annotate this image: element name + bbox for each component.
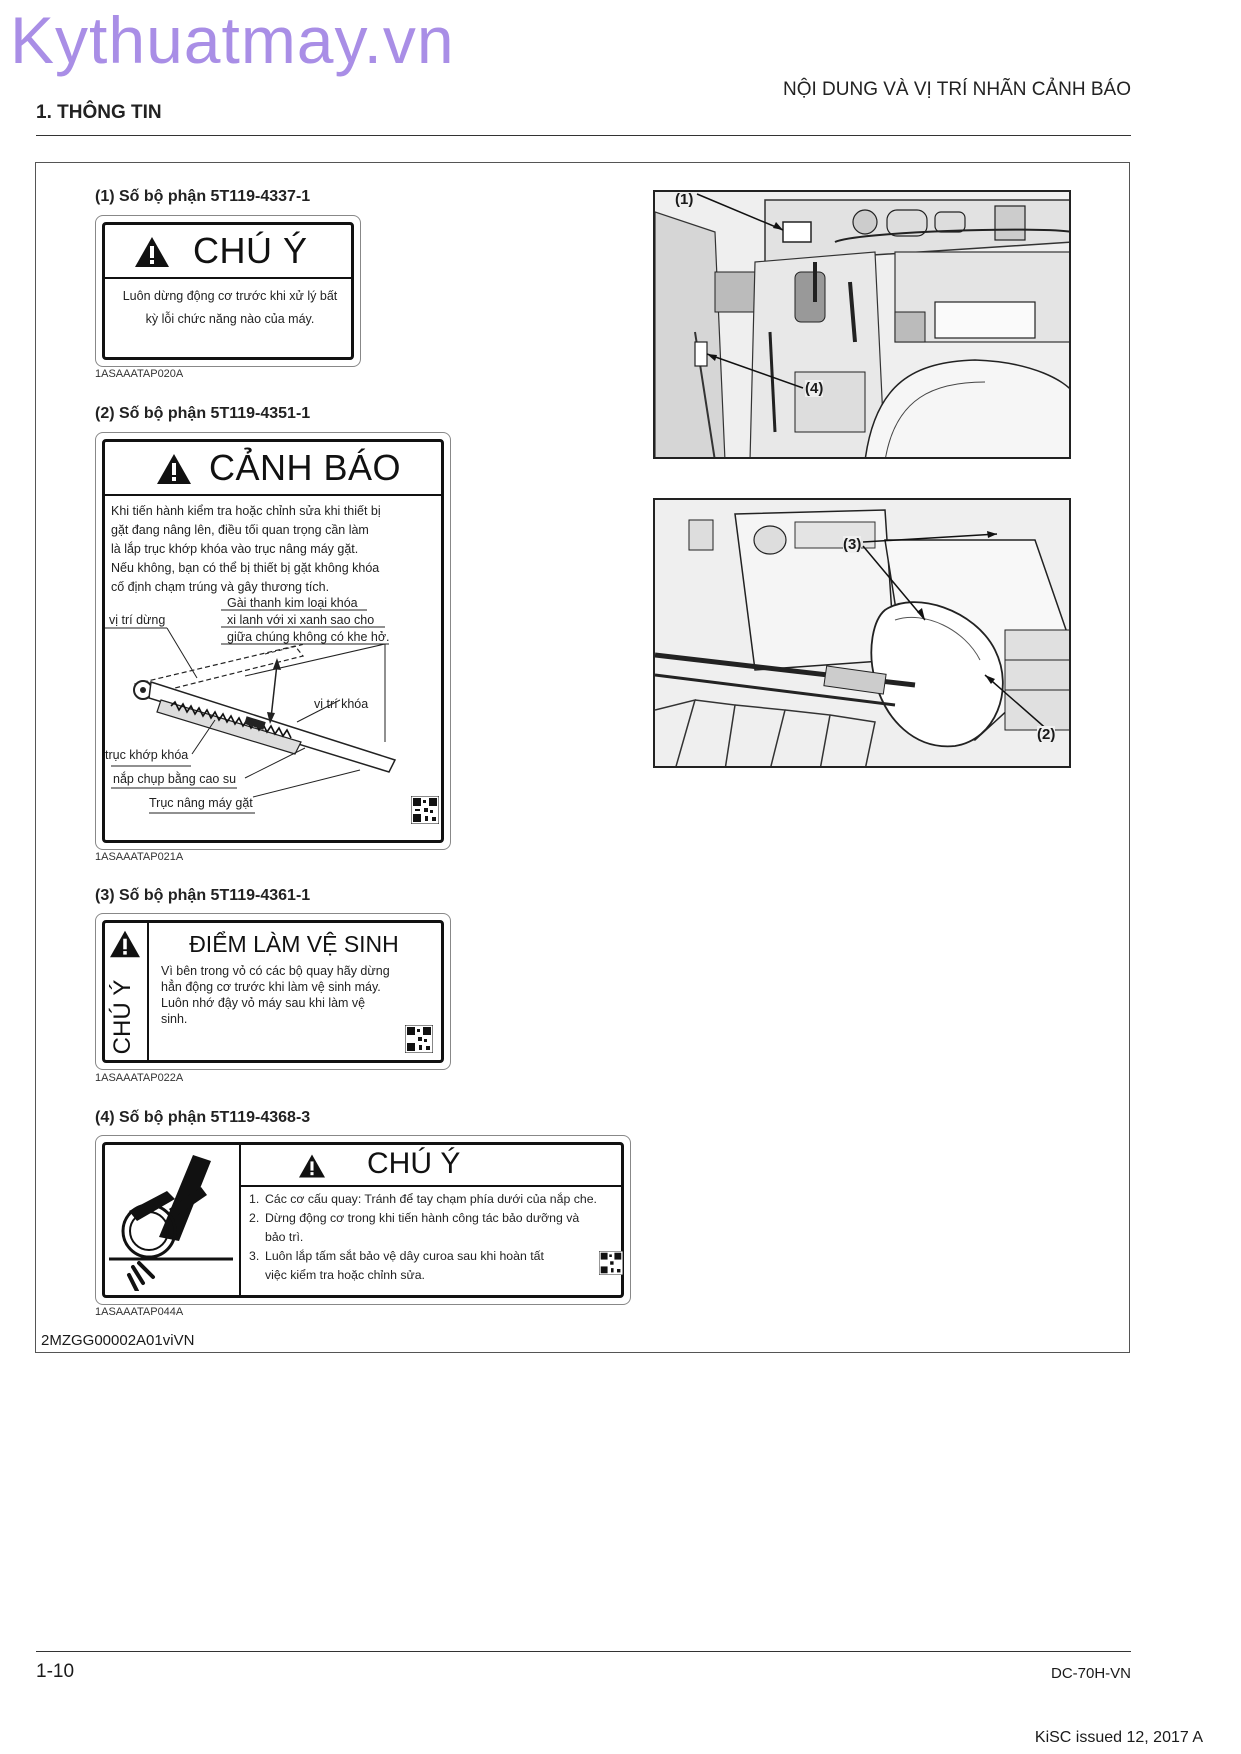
machine-exterior-diagram: (3) (2) [653, 498, 1071, 768]
label-4-sticker: CHÚ Ý 1. Các cơ cấu quay: Tránh để tay c… [95, 1135, 631, 1305]
issue-note: KiSC issued 12, 2017 A [1034, 1729, 1203, 1746]
label-4-item: 1. Các cơ cấu quay: Tránh để tay chạm ph… [249, 1192, 597, 1206]
content-frame [35, 162, 1130, 1353]
callout-3: (3) [843, 536, 862, 553]
label-2-rubber-cap: nắp chụp bằng cao su [113, 772, 237, 786]
footer-rule [36, 1651, 1131, 1652]
label-3-side-label: CHÚ Ý [109, 979, 136, 1055]
qr-code-icon [411, 796, 439, 824]
callout-4: (4) [805, 380, 824, 397]
label-3-sticker: CHÚ Ý ĐIỂM LÀM VỆ SINH Vì bên trong vỏ c… [95, 913, 451, 1070]
callout-1: (1) [675, 191, 694, 208]
label-4-text: 1. Các cơ cấu quay: Tránh để tay chạm ph… [249, 1190, 629, 1285]
label-2-lock-shaft: trục khớp khóa [105, 748, 189, 762]
label-2-lock-position: vị trí khóa [314, 697, 369, 711]
label-3-title: (3) Số bộ phận 5T119-4361-1 [95, 887, 311, 904]
cab-interior-diagram: (1) (4) [653, 190, 1071, 459]
section-title: 1. THÔNG TIN [36, 102, 162, 123]
label-2-lift-shaft: Trục nâng máy gặt [149, 796, 253, 810]
hand-entanglement-icon [109, 1155, 233, 1291]
warning-triangle-icon [135, 237, 169, 267]
label-2-title: (2) Số bộ phận 5T119-4351-1 [95, 405, 311, 422]
label-2-code: 1ASAAATAP021A [95, 851, 184, 863]
label-2-text: Khi tiến hành kiểm tra hoặc chỉnh sửa kh… [111, 504, 381, 594]
label-2-sticker: CẢNH BÁO Khi tiến hành kiểm tra hoặc chỉ… [95, 432, 451, 850]
label-1-title: (1) Số bộ phận 5T119-4337-1 [95, 188, 311, 205]
page-title: NỘI DUNG VÀ VỊ TRÍ NHÃN CẢNH BÁO [782, 79, 1131, 100]
warning-triangle-icon [110, 930, 140, 958]
label-3-code: 1ASAAATAP022A [95, 1072, 184, 1084]
model-code: DC-70H-VN [1050, 1665, 1131, 1682]
label-4-heading: CHÚ Ý [367, 1147, 461, 1180]
warning-triangle-icon [157, 454, 191, 484]
page-number: 1-10 [36, 1661, 75, 1682]
document-id: 2MZGG00002A01viVN [41, 1332, 195, 1349]
label-2-stop-position: vị trí dừng [109, 613, 166, 627]
watermark: Kythuatmay.vn [10, 3, 455, 77]
qr-code-icon [405, 1025, 433, 1053]
header-rule [36, 135, 1131, 136]
label-1-heading: CHÚ Ý [193, 230, 308, 271]
qr-code-icon [599, 1251, 623, 1275]
label-4-title: (4) Số bộ phận 5T119-4368-3 [95, 1109, 311, 1126]
label-1-code: 1ASAAATAP020A [95, 368, 184, 380]
warning-triangle-icon [299, 1154, 325, 1178]
label-2-pin-note: Gài thanh kim loại khóa xi lanh với xi x… [227, 596, 390, 644]
label-3-heading: ĐIỂM LÀM VỆ SINH [189, 931, 399, 957]
label-2-heading: CẢNH BÁO [209, 447, 402, 488]
label-1-sticker: CHÚ Ý Luôn dừng động cơ trước khi xử lý … [95, 215, 361, 367]
callout-2: (2) [1037, 726, 1056, 743]
label-4-item: 3. Luôn lắp tấm sắt bảo vệ dây curoa sau… [249, 1249, 544, 1282]
label-3-text: Vì bên trong vỏ có các bộ quay hãy dừng … [161, 964, 390, 1026]
label-4-item: 2. Dừng động cơ trong khi tiến hành công… [249, 1211, 580, 1244]
label-4-code: 1ASAAATAP044A [95, 1306, 184, 1318]
lock-shaft-diagram [105, 609, 397, 814]
